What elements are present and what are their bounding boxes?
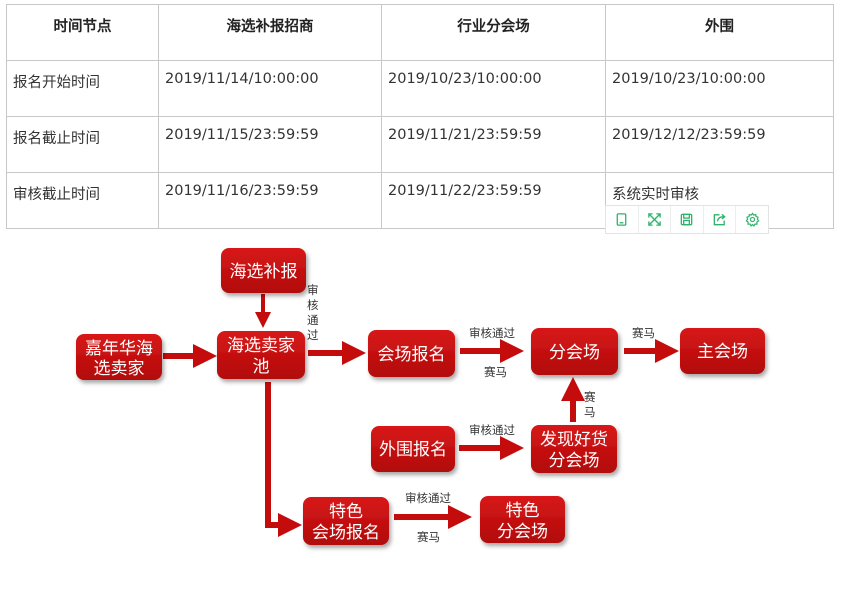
node-label: 会场报名	[312, 523, 380, 543]
table-cell: 审核截止时间	[6, 172, 159, 229]
expand-icon	[648, 213, 661, 226]
edge-label: 赛	[584, 390, 596, 404]
table-cell: 2019/11/21/23:59:59	[381, 116, 606, 173]
arrow-pool-to-special-signup	[265, 382, 302, 537]
node-label: 外围报名	[379, 440, 447, 460]
table-header-row: 时间节点 海选补报招商 行业分会场 外围	[6, 4, 834, 61]
edge-label: 赛马	[484, 365, 507, 379]
table-cell: 报名开始时间	[6, 60, 159, 117]
node-pool: 海选卖家 池	[217, 331, 305, 379]
node-main-venue: 主会场	[680, 328, 765, 374]
node-label: 海选卖家	[227, 336, 295, 356]
node-label: 海选补报	[230, 262, 298, 282]
node-sub-venue: 分会场	[531, 328, 618, 375]
edge-label: 马	[584, 405, 596, 419]
edge-labels: 审 核 通 过 审核通过 赛马 赛马 审核通过 赛 马 审核通过 赛马	[307, 283, 655, 544]
table-cell: 2019/11/16/23:59:59	[158, 172, 382, 229]
settings-button[interactable]	[736, 206, 768, 233]
column-header: 外围	[605, 4, 834, 61]
image-toolbar	[605, 205, 769, 234]
edge-label: 审核通过	[405, 491, 451, 505]
expand-button[interactable]	[639, 206, 672, 233]
table-cell: 2019/10/23/10:00:00	[605, 60, 834, 117]
share-icon	[713, 213, 726, 226]
node-discover: 发现好货 分会场	[531, 425, 617, 473]
node-outer-signup: 外围报名	[371, 426, 455, 472]
column-header: 时间节点	[6, 4, 159, 61]
node-label: 分会场	[549, 451, 600, 471]
edge-label: 过	[307, 328, 319, 342]
node-label: 主会场	[697, 342, 748, 362]
column-header: 行业分会场	[381, 4, 606, 61]
schedule-table: 时间节点 海选补报招商 行业分会场 外围 报名开始时间 2019/11/14/1…	[6, 4, 834, 229]
table-cell: 2019/10/23/10:00:00	[381, 60, 606, 117]
table-cell: 报名截止时间	[6, 116, 159, 173]
save-button[interactable]	[671, 206, 704, 233]
edge-label: 核	[307, 298, 319, 312]
node-label: 池	[253, 357, 270, 377]
copy-button[interactable]	[606, 206, 639, 233]
node-venue-signup: 会场报名	[368, 330, 455, 377]
edge-label: 审核通过	[469, 423, 515, 437]
node-supplement: 海选补报	[221, 248, 306, 293]
node-jianianhua: 嘉年华海 选卖家	[76, 334, 162, 380]
node-label: 选卖家	[94, 359, 145, 379]
table-cell: 2019/11/14/10:00:00	[158, 60, 382, 117]
node-label: 会场报名	[378, 345, 446, 365]
save-icon	[681, 213, 693, 226]
node-label: 特色	[506, 501, 540, 521]
settings-icon	[745, 212, 760, 227]
table-row: 报名截止时间 2019/11/15/23:59:59 2019/11/21/23…	[6, 116, 834, 173]
node-label: 发现好货	[540, 430, 608, 450]
node-label: 嘉年华海	[85, 339, 153, 359]
edge-label: 赛马	[417, 530, 440, 544]
edge-label: 赛马	[632, 326, 655, 340]
node-label: 特色	[329, 502, 363, 522]
node-special-signup: 特色 会场报名	[303, 497, 389, 545]
share-button[interactable]	[704, 206, 737, 233]
copy-icon	[616, 213, 627, 226]
table-cell: 2019/12/12/23:59:59	[605, 116, 834, 173]
edge-label: 审	[307, 283, 319, 297]
edge-label: 通	[307, 313, 319, 327]
node-special-venue: 特色 分会场	[480, 496, 565, 543]
edge-label: 审核通过	[469, 326, 515, 340]
table-row: 审核截止时间 2019/11/16/23:59:59 2019/11/22/23…	[6, 172, 834, 229]
node-label: 分会场	[497, 522, 548, 542]
table-cell: 2019/11/22/23:59:59	[381, 172, 606, 229]
column-header: 海选补报招商	[158, 4, 382, 61]
table-cell: 2019/11/15/23:59:59	[158, 116, 382, 173]
table-row: 报名开始时间 2019/11/14/10:00:00 2019/10/23/10…	[6, 60, 834, 117]
node-label: 分会场	[549, 343, 600, 363]
